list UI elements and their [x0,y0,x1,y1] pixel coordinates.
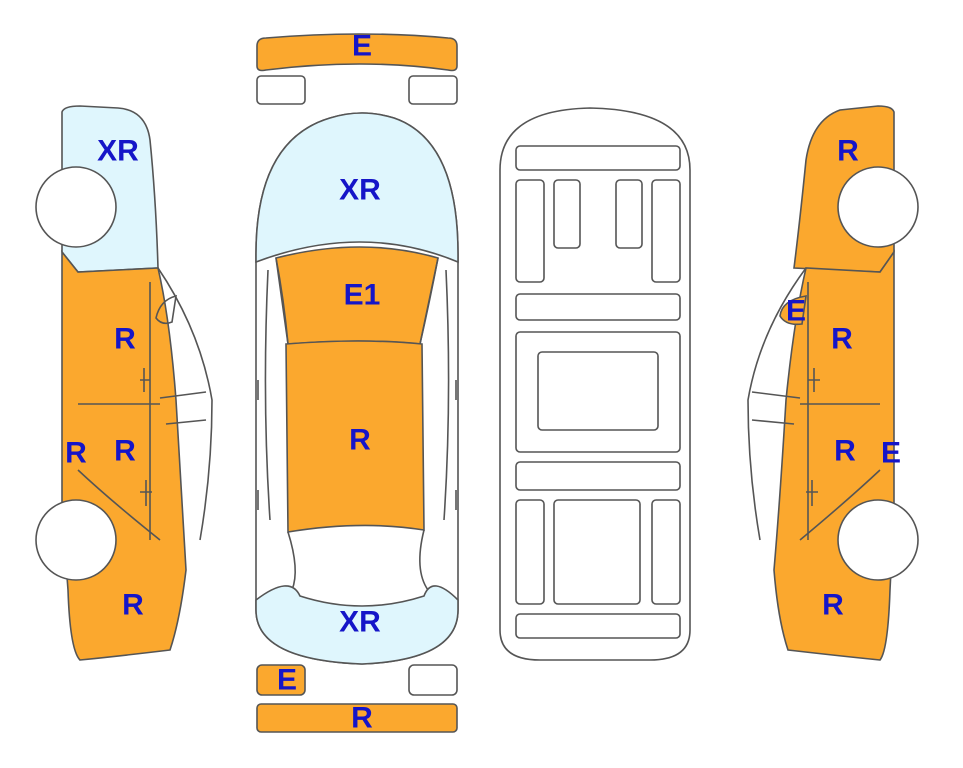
hood-label: XR [339,174,381,207]
left-front-door-label: R [114,323,136,356]
rear-bumper-corner-label: E [277,664,297,697]
rear-bumper-panel[interactable] [256,703,458,733]
rear-bumper-label: R [351,702,373,735]
left-front-wheel [35,166,117,248]
left-side-view: XR R R R R [35,105,213,661]
left-rear-wheel [35,499,117,581]
roof-label: R [349,424,371,457]
right-rear-door-label: R [834,435,856,468]
right-side-view: R E R R E R [747,105,919,661]
left-rear-quarter-label: R [122,589,144,622]
front-bumper-panel[interactable] [256,33,458,72]
right-front-door-label: R [831,323,853,356]
left-sill-label: R [65,437,87,470]
right-mirror-panel[interactable] [779,295,807,326]
right-front-label: R [837,135,859,168]
left-rear-door-label: R [114,435,136,468]
trunk-panel[interactable] [255,585,459,665]
right-mirror-label: E [786,295,806,328]
front-bumper-label: E [352,30,372,63]
hood-panel[interactable] [255,112,459,264]
underbody-view [499,107,691,661]
right-front-wheel [837,166,919,248]
trunk-label: XR [339,606,381,639]
right-rear-wheel [837,499,919,581]
top-view: E XR E1 R XR E R [255,30,459,735]
right-rear-quarter-label: R [822,589,844,622]
windshield-label: E1 [344,279,381,312]
left-front-label: XR [97,135,139,168]
rear-bumper-corner-panel[interactable] [256,664,306,696]
right-sill-label: E [881,437,901,470]
